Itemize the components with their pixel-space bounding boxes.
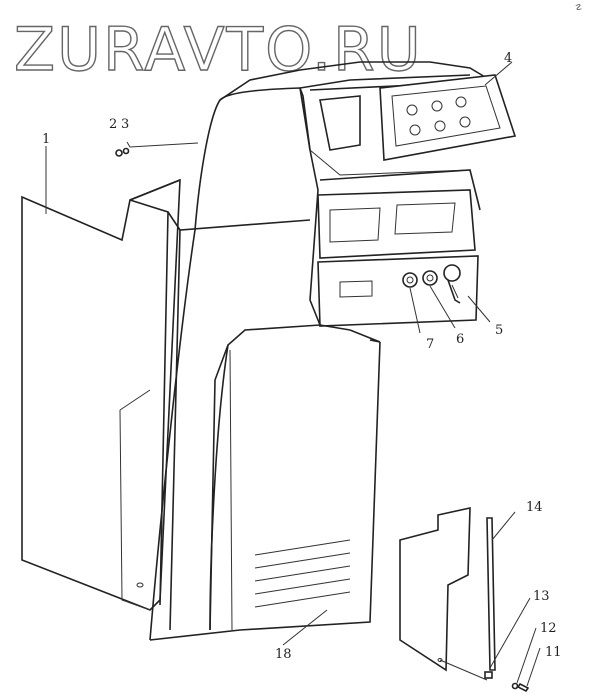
ignition-switch-part-5	[443, 264, 461, 282]
callout-3: 3	[121, 117, 129, 132]
callout-4: 4	[504, 51, 512, 66]
callout-5: 5	[495, 323, 503, 338]
switch-knobs	[402, 264, 461, 304]
instrument-display-part-4	[379, 74, 517, 161]
gauge-indicator	[406, 104, 418, 116]
bolt-part-11	[516, 682, 530, 693]
console-body	[149, 61, 491, 641]
callout-18: 18	[275, 647, 292, 662]
side-plate-assembly	[399, 506, 530, 693]
callout-11: 11	[545, 645, 562, 660]
screw-parts-2-3	[115, 147, 130, 157]
screw-hole	[136, 582, 144, 588]
callout-13: 13	[533, 589, 550, 604]
screw-part-2	[115, 149, 123, 157]
callout-2: 2	[109, 117, 117, 132]
side-rail-part-14	[486, 517, 496, 671]
gauge-indicator	[459, 116, 471, 128]
callout-labels: 1 2 3 4 5 6 7 11 12 13 14 18	[42, 51, 562, 662]
washer-part-12	[511, 682, 519, 690]
callout-6: 6	[456, 332, 464, 347]
gauge-indicator	[431, 100, 443, 112]
gauge-indicator	[409, 124, 421, 136]
leader-lines	[45, 61, 541, 687]
switch-part-7	[402, 272, 418, 288]
washer-part-3	[122, 147, 130, 155]
callout-12: 12	[540, 621, 557, 636]
callout-7: 7	[426, 337, 434, 352]
gauge-indicator	[434, 120, 446, 132]
watermark-text: ZURAVTO.RU	[14, 15, 423, 85]
side-panel-part-1	[21, 178, 181, 611]
callout-1: 1	[42, 132, 50, 147]
corner-mark: ☡	[575, 3, 582, 12]
switch-part-6	[422, 270, 438, 286]
gauge-indicator	[455, 96, 467, 108]
bracket-part-13	[484, 671, 493, 679]
callout-14: 14	[526, 500, 543, 515]
